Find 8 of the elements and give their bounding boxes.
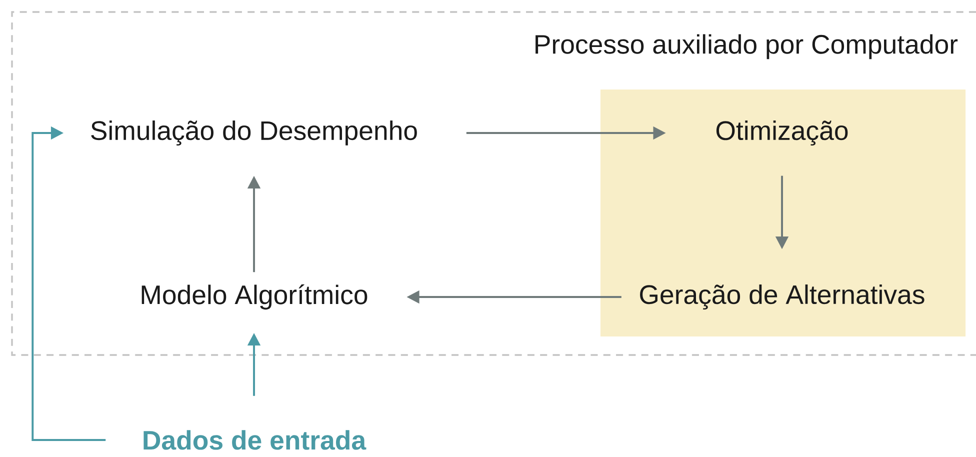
step-label: Modelo Algorítmico bbox=[142, 284, 368, 310]
frame-heading: Processo auxiliado por Computador bbox=[536, 34, 958, 60]
step-label: Simulação do Desempenho bbox=[91, 120, 417, 146]
highlight-box bbox=[600, 89, 966, 337]
step-label: Otimização bbox=[716, 120, 848, 146]
arrow bbox=[32, 126, 106, 441]
input-label: Dados de entrada bbox=[144, 430, 366, 450]
step-label: Geração de Alternativas bbox=[640, 284, 924, 310]
